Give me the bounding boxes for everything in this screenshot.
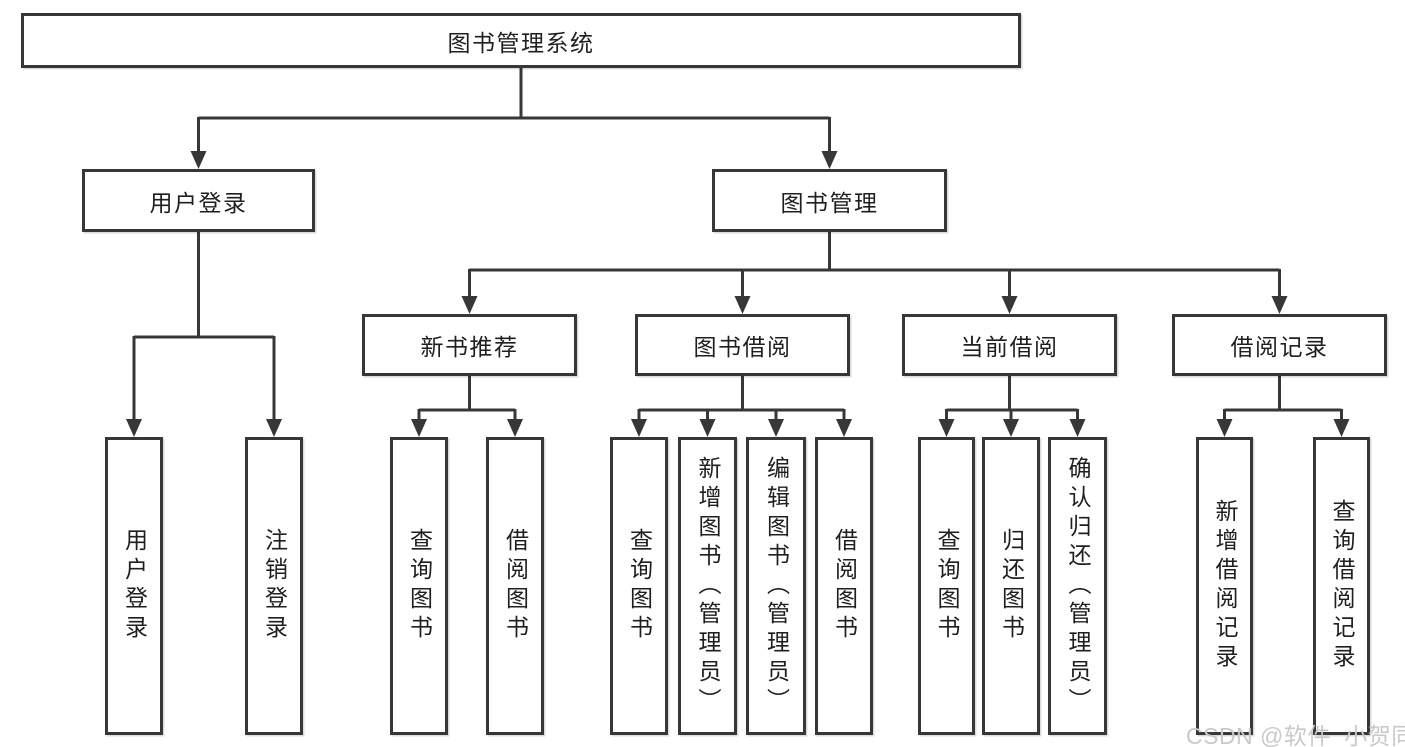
node-book-management: 图书管理 (712, 169, 947, 232)
leaf-label: 查询借阅记录 (1329, 499, 1355, 673)
leaf-search-book-cb: 查询图书 (918, 437, 975, 735)
leaf-label: 新增图书（管理员） (695, 455, 721, 717)
leaf-add-borrow-record: 新增借阅记录 (1196, 437, 1253, 735)
node-user-login: 用户登录 (82, 169, 315, 232)
leaf-label: 查询图书 (934, 528, 960, 644)
node-label: 图书管理 (780, 189, 879, 216)
node-label: 图书管理系统 (447, 29, 595, 56)
leaf-search-book-nbr: 查询图书 (390, 437, 448, 735)
leaf-return-book: 归还图书 (982, 437, 1040, 735)
leaf-search-borrow-record: 查询借阅记录 (1313, 437, 1370, 735)
leaf-logout: 注销登录 (245, 437, 303, 735)
node-label: 图书借阅 (693, 334, 792, 360)
node-book-borrowing: 图书借阅 (635, 314, 850, 376)
leaf-label: 归还图书 (998, 528, 1025, 644)
leaf-label: 注销登录 (261, 528, 288, 644)
leaf-label: 借阅图书 (502, 528, 529, 644)
node-borrow-records: 借阅记录 (1172, 314, 1387, 376)
leaf-add-book-admin: 新增图书（管理员） (678, 437, 737, 735)
leaf-confirm-return-admin: 确认归还（管理员） (1048, 437, 1107, 735)
leaf-label: 借阅图书 (831, 528, 858, 644)
node-root-system: 图书管理系统 (21, 13, 1021, 68)
leaf-user-login: 用户登录 (105, 437, 163, 735)
node-label: 用户登录 (149, 189, 248, 216)
node-label: 借阅记录 (1230, 334, 1329, 360)
csdn-watermark: CSDN @软件_小贺同学 (1186, 723, 1405, 747)
node-current-borrowing: 当前借阅 (902, 314, 1117, 376)
leaf-label: 查询图书 (406, 528, 433, 644)
leaf-label: 确认归还（管理员） (1065, 455, 1091, 717)
leaf-label: 编辑图书（管理员） (763, 455, 790, 717)
leaf-borrow-book-nbr: 借阅图书 (486, 437, 544, 735)
leaf-search-book-bb: 查询图书 (610, 437, 668, 735)
node-label: 当前借阅 (960, 334, 1059, 360)
leaf-label: 新增借阅记录 (1212, 499, 1238, 673)
node-label: 新书推荐 (420, 334, 519, 360)
leaf-label: 查询图书 (626, 528, 653, 644)
leaf-edit-book-admin: 编辑图书（管理员） (746, 437, 806, 735)
node-new-book-recommend: 新书推荐 (362, 314, 577, 376)
leaf-borrow-book-bb: 借阅图书 (815, 437, 873, 735)
leaf-label: 用户登录 (121, 528, 148, 644)
